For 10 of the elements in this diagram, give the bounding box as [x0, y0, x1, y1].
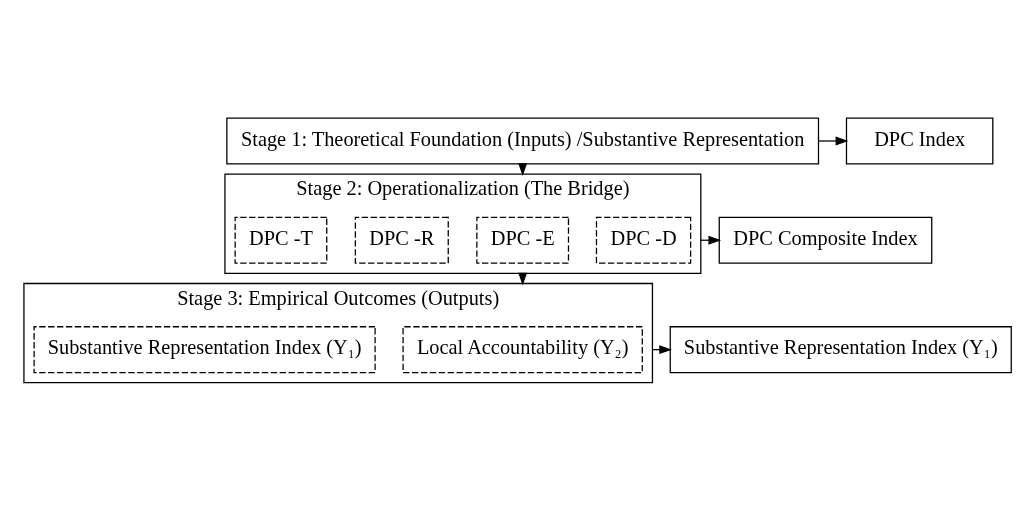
node-box: Local Accountability (Y₂): [402, 325, 643, 373]
arrow: [818, 136, 849, 145]
node-box: DPC -E: [476, 216, 570, 264]
node-box: DPC -D: [595, 216, 692, 264]
node-box: Substantive Representation Index (Y₁): [33, 325, 376, 373]
node-box: DPC Index: [845, 116, 994, 165]
node-box: Substantive Representation Index (Y₁): [669, 325, 1012, 373]
node-box: DPC Composite Index: [718, 216, 933, 264]
node-box: DPC -T: [234, 216, 328, 264]
node-box: DPC -R: [354, 216, 449, 264]
